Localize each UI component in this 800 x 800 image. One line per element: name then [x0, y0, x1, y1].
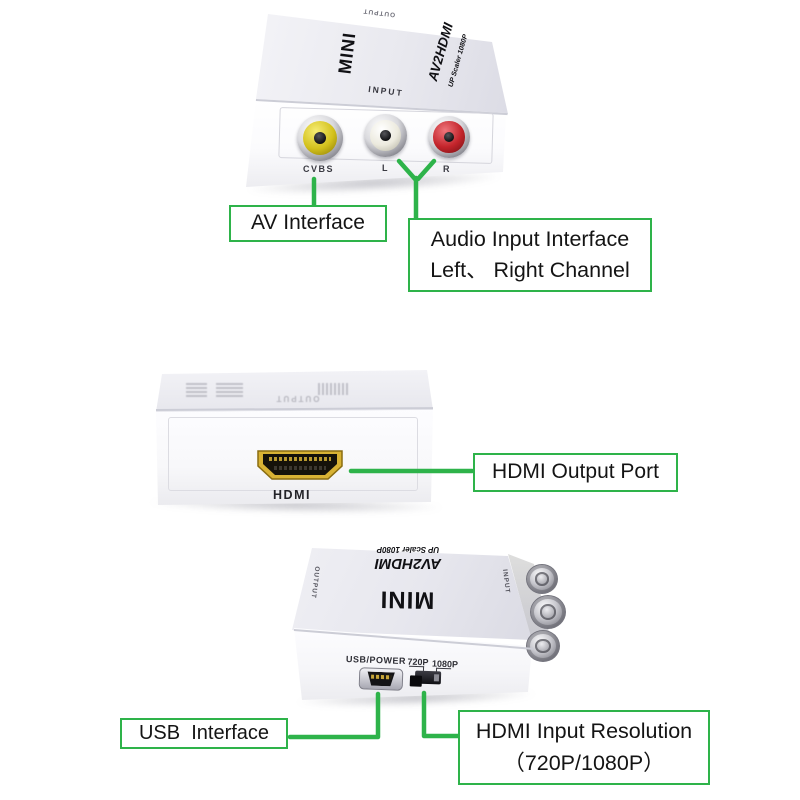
- callout-text: AV Interface: [250, 211, 365, 235]
- resolution-switch: [409, 670, 442, 687]
- rca-hole: [443, 131, 455, 143]
- jack-label-left: L: [382, 163, 389, 173]
- hdmi-port-label: HDMI: [273, 488, 311, 502]
- callout-hdmi-input-resolution: HDMI Input Resolution （720P/1080P）: [458, 710, 710, 785]
- callout-av-interface: AV Interface: [229, 205, 387, 242]
- callout-text: HDMI Output Port: [492, 460, 659, 484]
- callout-usb-interface: USB Interface: [120, 718, 288, 749]
- callout-text: USB Interface: [138, 722, 270, 744]
- jack-label-cvbs: CVBS: [303, 164, 335, 174]
- rca-jack-cvbs: [297, 115, 343, 161]
- rca-jack-right: [428, 116, 470, 158]
- faint-output-label: OUTPUT: [274, 394, 320, 403]
- callout-text-line1: HDMI Input Resolution: [475, 719, 693, 744]
- hdmi-panel-inset: [168, 417, 418, 491]
- rca-back-inner: [534, 572, 550, 586]
- callout-text-line2: Left、 Right Channel: [430, 258, 630, 282]
- callout-audio-input: Audio Input Interface Left、 Right Channe…: [408, 218, 652, 292]
- callout-text-line2: （720P/1080P）: [503, 750, 665, 775]
- rca-jack-left: [364, 114, 407, 157]
- print-stamp: [186, 383, 207, 397]
- rca-hole: [314, 132, 326, 144]
- print-stamp: [216, 381, 243, 397]
- mini-usb-pins: [370, 674, 392, 680]
- rca-connector-back: [526, 564, 558, 594]
- output-edge-label: OUTPUT: [362, 7, 396, 18]
- rca-connector-back: [530, 595, 566, 629]
- rca-back-inner: [539, 604, 557, 620]
- callout-hdmi-output: HDMI Output Port: [473, 453, 678, 492]
- switch-slider: [409, 675, 423, 687]
- device-top-face: [292, 548, 532, 640]
- mini-usb-port: [358, 667, 404, 691]
- scale-text-inverted: UP Scaler 1080P: [376, 545, 440, 554]
- callout-text-line1: Audio Input Interface: [430, 226, 630, 251]
- rca-connector-back: [526, 630, 560, 662]
- rca-hole: [379, 129, 392, 142]
- switch-notch: [433, 674, 440, 682]
- brand-text-inverted: MINI: [379, 585, 435, 614]
- hdmi-port: [257, 450, 343, 480]
- usb-power-label: USB/POWER: [345, 653, 407, 667]
- barcode-mark: [318, 383, 348, 395]
- jack-label-right: R: [443, 164, 451, 174]
- rca-back-inner: [535, 638, 551, 654]
- model-text-inverted: AV2HDMI: [374, 555, 442, 572]
